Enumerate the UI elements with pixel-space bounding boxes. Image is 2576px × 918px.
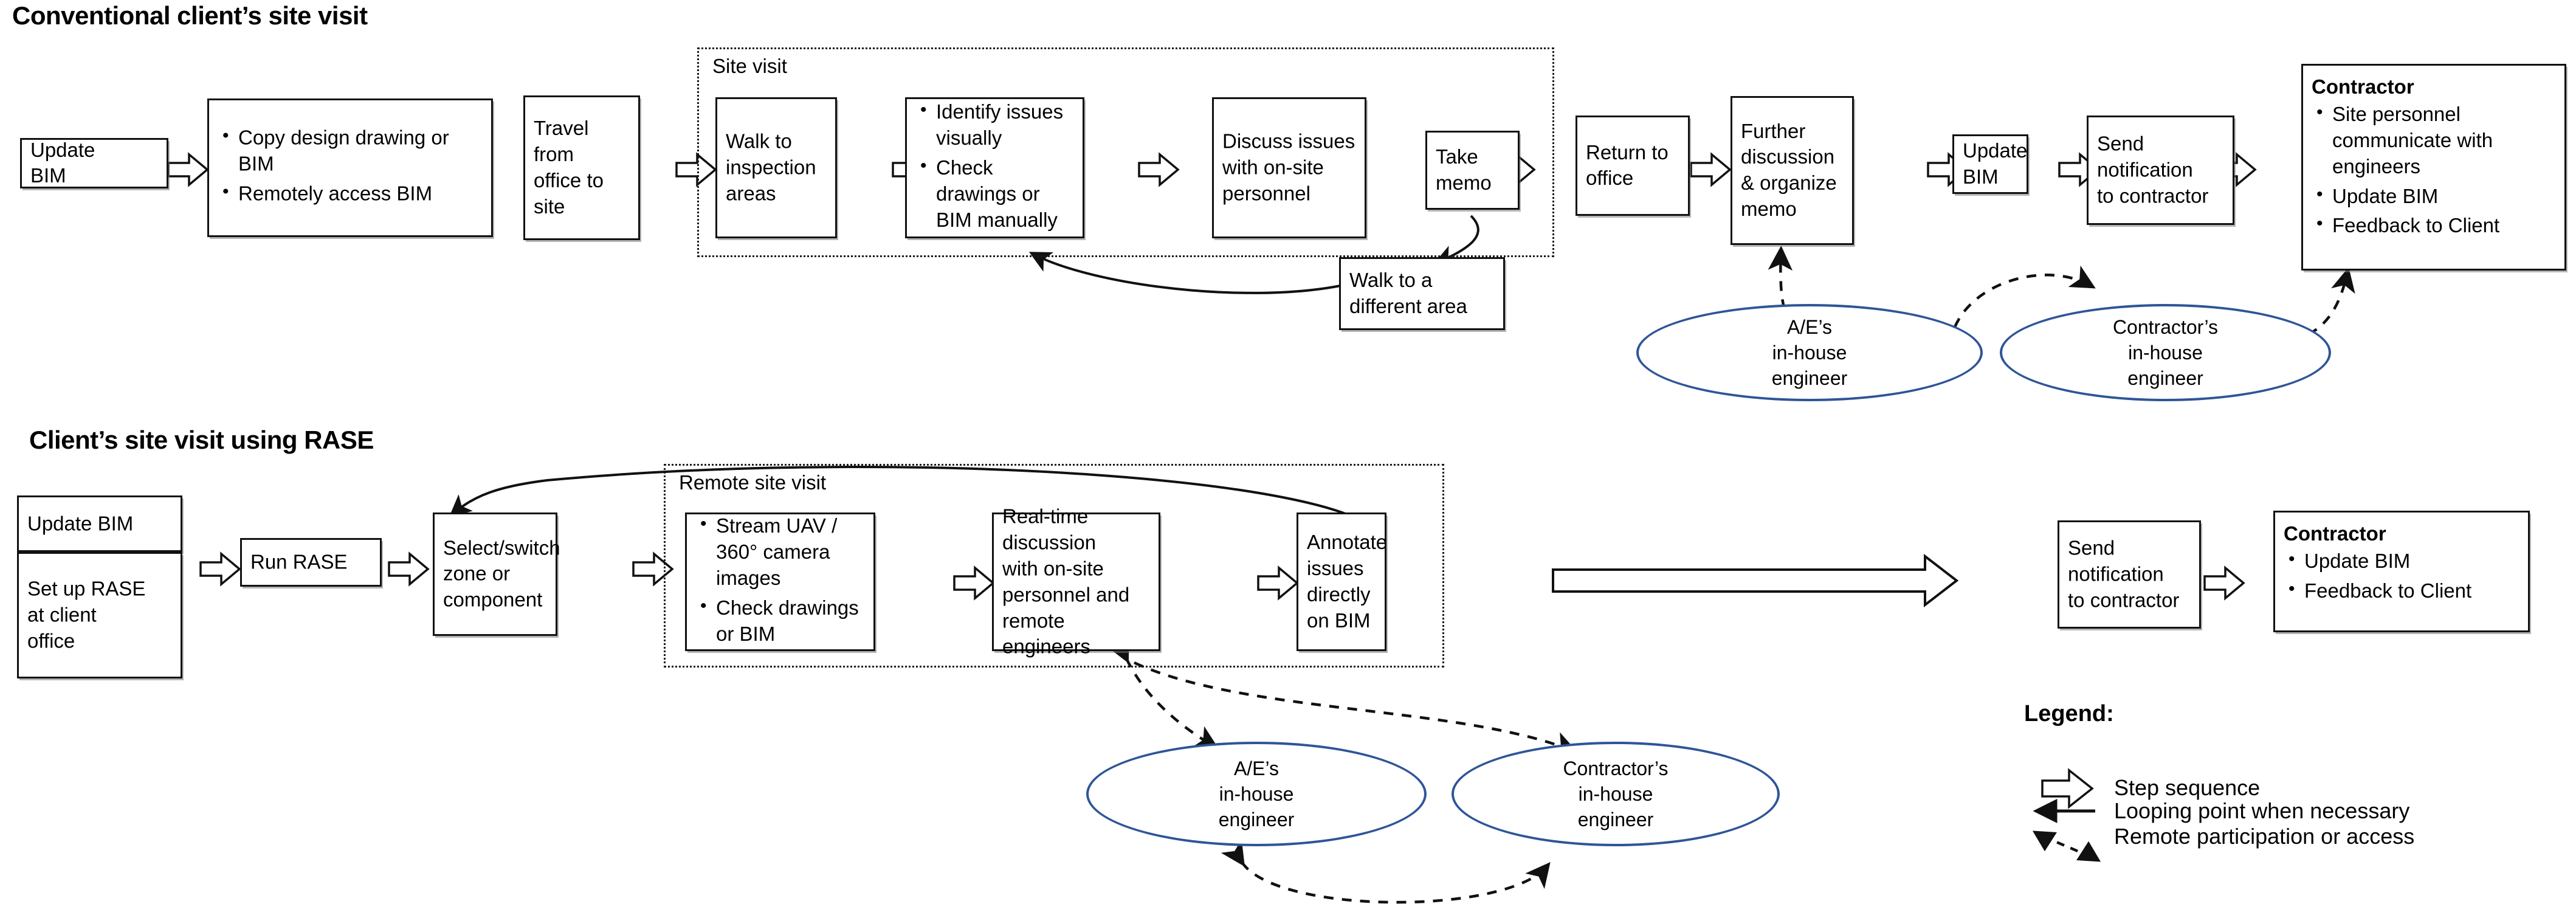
legend-title: Legend: — [2024, 701, 2114, 726]
bullet-update-bim-2: Update BIM — [2288, 547, 2523, 575]
bullet-stream-uav: Stream UAV / 360° camera images — [700, 512, 869, 592]
legend-glyphs — [2032, 768, 2101, 862]
row-title-conventional: Conventional client’s site visit — [12, 1, 368, 30]
step-identify-issues-text: Identify issues visually Check drawings … — [915, 98, 1078, 236]
bullet-remote-access: Remotely access BIM — [222, 179, 486, 207]
row-title-rase: Client’s site visit using RASE — [29, 426, 374, 454]
step-contractor-row1-text: Contractor Site personnel communicate wi… — [2312, 74, 2560, 243]
contractor-header: Contractor — [2312, 75, 2414, 98]
step-update-bim-rase[interactable]: Update BIM — [17, 495, 182, 552]
bullet-feedback-client-2: Feedback to Client — [2288, 577, 2523, 604]
step-contractor-row1[interactable]: Contractor Site personnel communicate wi… — [2301, 64, 2566, 271]
legend-item-looping-point: Looping point when necessary — [2114, 798, 2410, 823]
step-update-bim-rase-text: Update BIM — [27, 512, 134, 535]
legend-item-remote-participation: Remote participation or access — [2114, 824, 2415, 849]
step-contractor-row2[interactable]: Contractor Update BIM Feedback to Client — [2273, 511, 2530, 632]
contractor-header-2: Contractor — [2284, 522, 2386, 545]
bullet-update-bim: Update BIM — [2316, 182, 2560, 210]
step-identify-issues[interactable]: Identify issues visually Check drawings … — [905, 97, 1084, 238]
bullet-feedback-client: Feedback to Client — [2316, 212, 2560, 239]
step-run-rase-text: Run RASE — [250, 550, 348, 573]
bullet-identify-visually: Identify issues visually — [920, 98, 1078, 151]
long-transfer-arrow — [1552, 553, 1959, 608]
step-stream-uav[interactable]: Stream UAV / 360° camera images Check dr… — [685, 512, 875, 651]
bullet-copy-design: Copy design drawing or BIM — [222, 124, 486, 178]
bullet-check-drawings: Check drawings or BIM manually — [920, 154, 1078, 233]
site-visit-group — [697, 47, 1554, 257]
bullet-site-personnel: Site personnel communicate with engineer… — [2316, 100, 2560, 180]
step-stream-uav-text: Stream UAV / 360° camera images Check dr… — [695, 512, 869, 651]
step-run-rase[interactable]: Run RASE — [240, 538, 382, 587]
legend-item-step-sequence: Step sequence — [2114, 775, 2261, 800]
step-contractor-row2-text: Contractor Update BIM Feedback to Client — [2284, 521, 2523, 608]
site-visit-group-label: Site visit — [712, 55, 787, 77]
bullet-check-drawings-2: Check drawings or BIM — [700, 593, 869, 647]
remote-site-visit-group — [664, 464, 1444, 668]
step-copy-design-text: Copy design drawing or BIM Remotely acce… — [218, 124, 486, 211]
step-copy-design[interactable]: Copy design drawing or BIM Remotely acce… — [207, 98, 493, 237]
remote-site-visit-group-label: Remote site visit — [679, 471, 827, 494]
